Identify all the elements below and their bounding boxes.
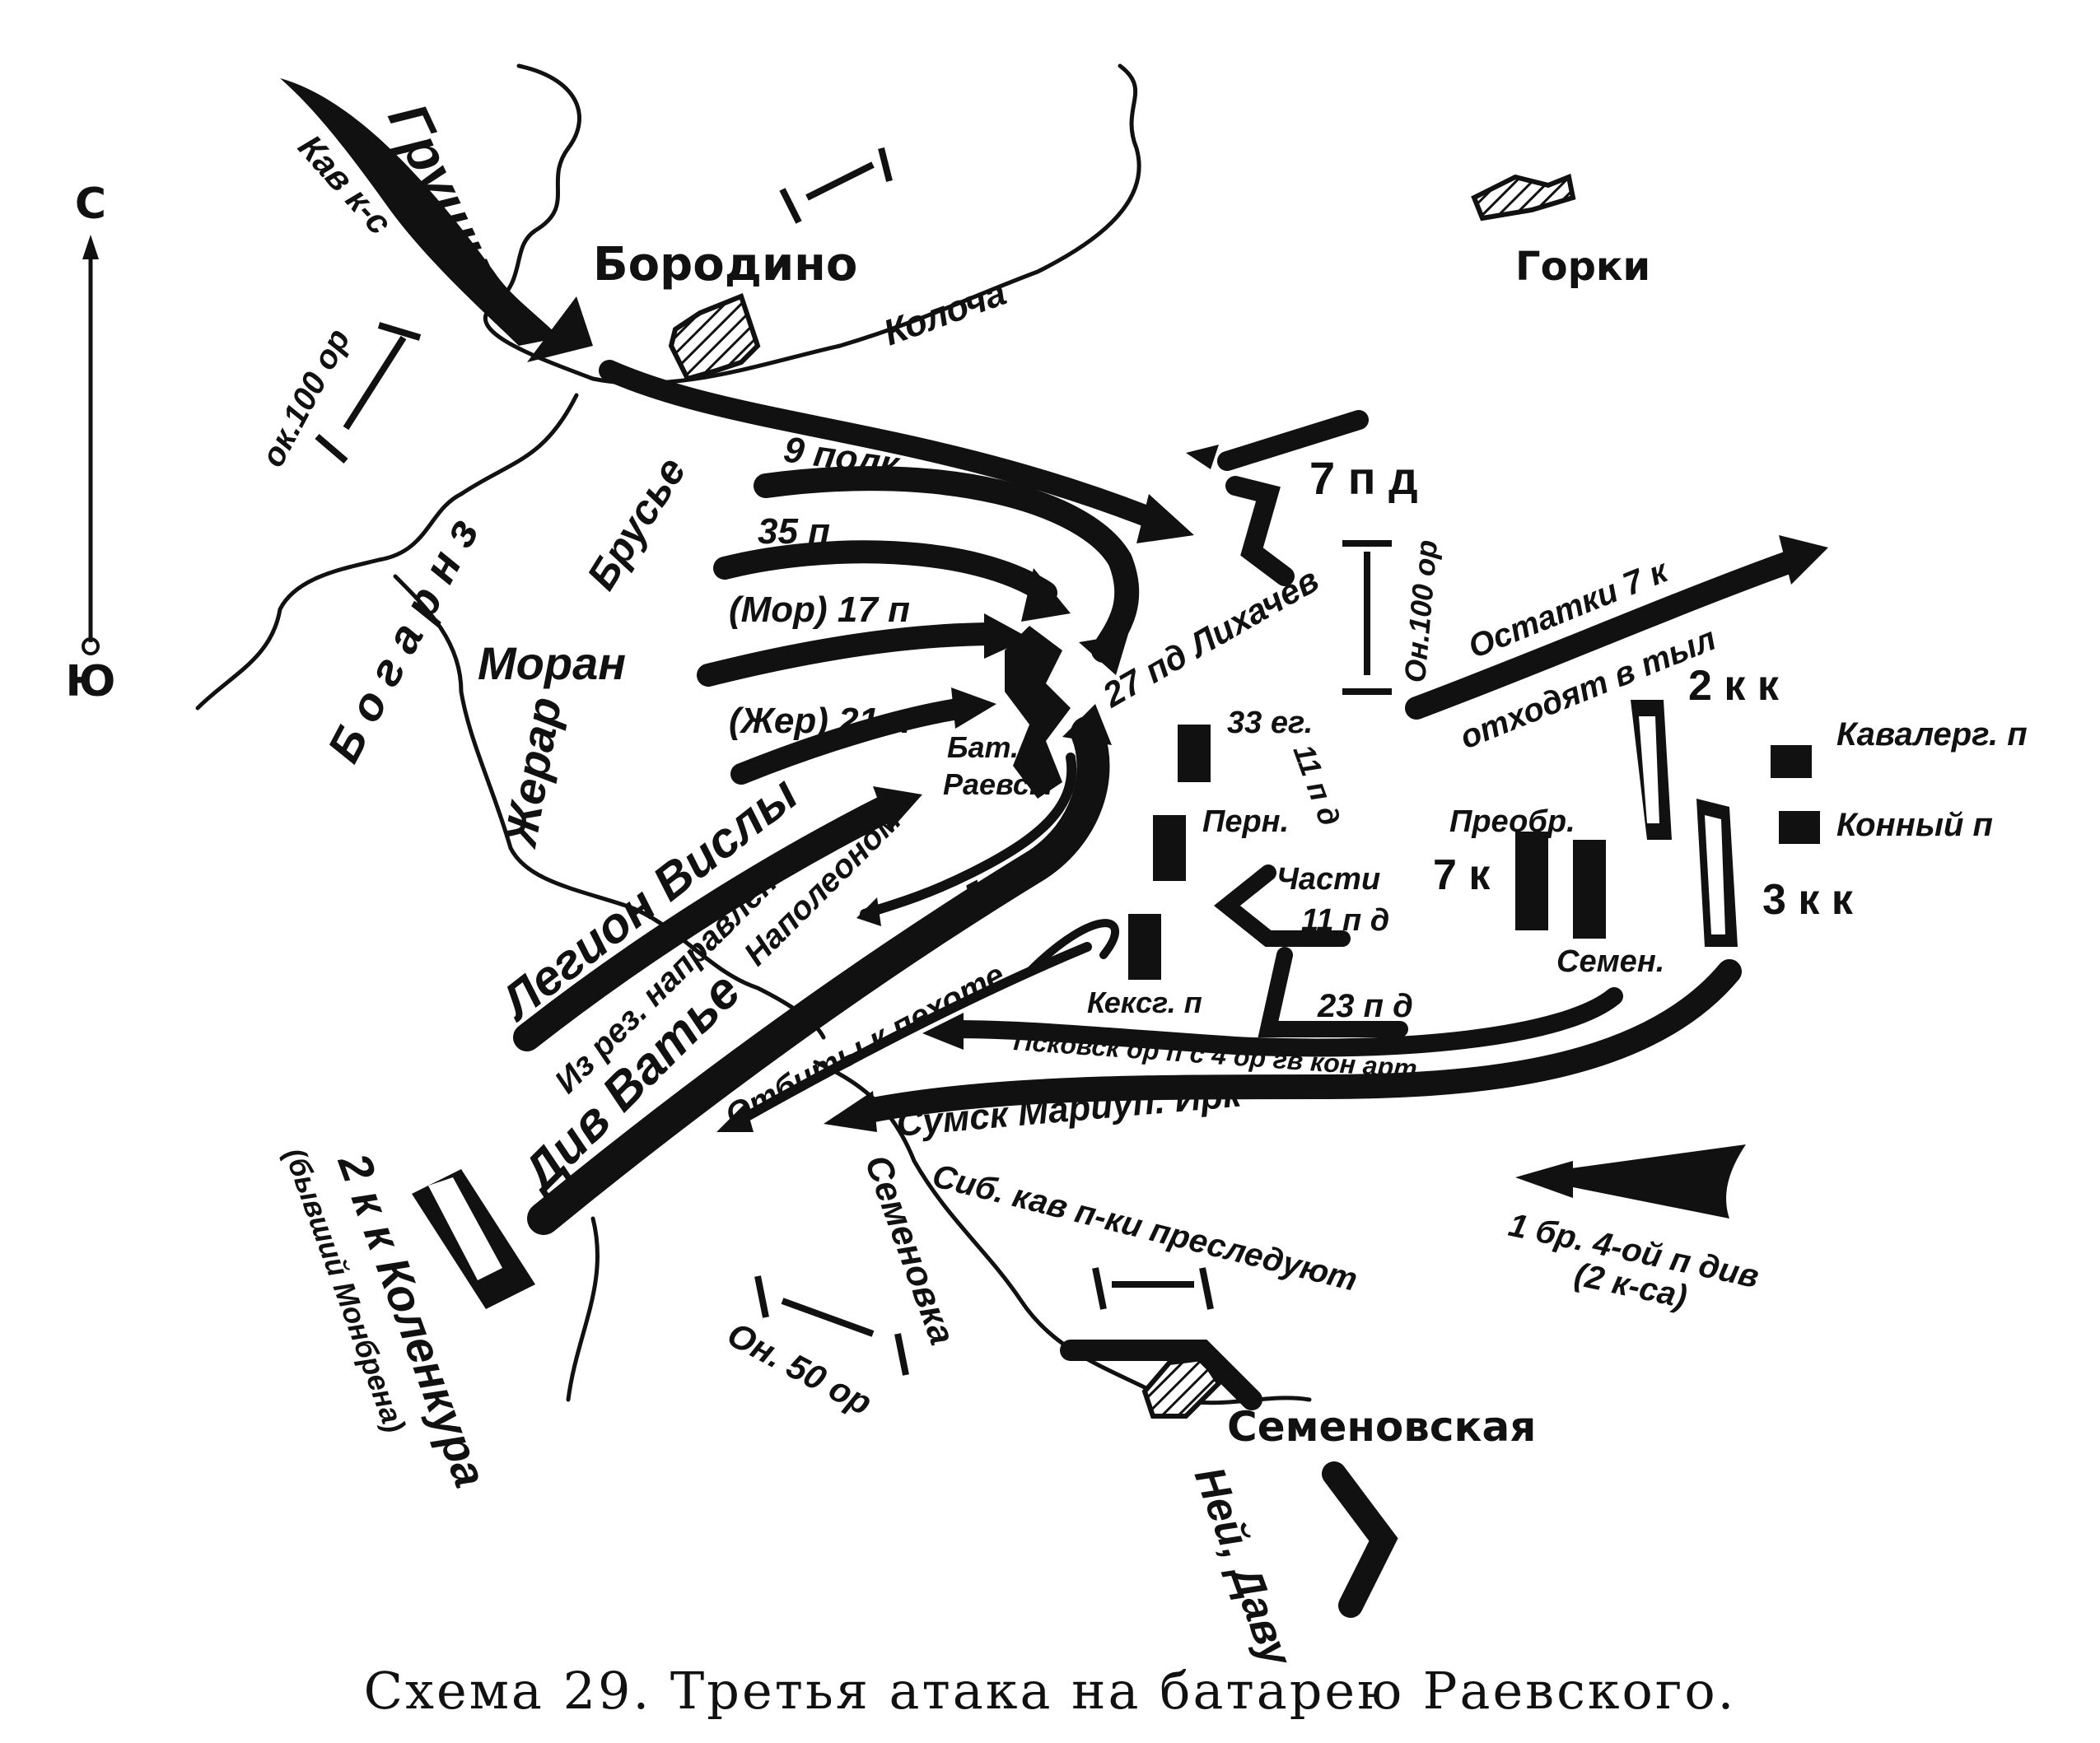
kavalerg-unit [1771, 745, 1812, 778]
guns-100-east-label: Он.100 ор [1398, 538, 1444, 684]
ney-davu-label: Ней, Даву [1185, 1461, 1302, 1674]
brusye-label: Брусье [578, 449, 695, 597]
kolocha-label: Колоча [879, 273, 1011, 354]
regiment-17-label: (Мор) 17 п [729, 590, 910, 630]
otbity-arrow [736, 942, 1092, 1125]
kir5-arrow [860, 753, 1077, 919]
semenovskaya-village [1141, 1355, 1222, 1419]
sib-label: Сиб. кав п-ки преследуют [929, 1158, 1361, 1298]
pern-label: Перн. [1202, 804, 1289, 839]
compass: С Ю [65, 179, 115, 706]
kk2-label: 2 к к [1688, 662, 1780, 710]
artillery-east [1342, 540, 1392, 695]
zherar-label: Жерар [493, 693, 571, 852]
pd23-unit [1258, 947, 1408, 1037]
sumsk-arrow [852, 959, 1742, 1124]
semen-label: Семен. [1556, 944, 1664, 979]
br1-arrow [1565, 1144, 1746, 1219]
kexg-loop-arrow [1025, 919, 1120, 976]
artillery-west [315, 322, 422, 464]
villages [668, 173, 1576, 1419]
russian-units [824, 410, 1828, 1618]
bat-label: Бат. [947, 730, 1019, 764]
borodino-village [668, 293, 761, 382]
pd23-label: 23 п д [1317, 988, 1413, 1024]
regiment-35-label: 35 п [758, 511, 830, 552]
borodino-label: Бородино [593, 238, 857, 291]
moran-label: Моран [478, 637, 626, 689]
regiment-35-arrow [713, 540, 1057, 604]
borodino-line-arrow [599, 360, 1164, 529]
pd11a-label: 11 п д [1286, 740, 1346, 831]
kavalerg-label: Кавалерг. п [1836, 716, 2028, 753]
k7-label: 7 к [1433, 851, 1491, 899]
artillery-semenovskaya [1092, 1267, 1214, 1310]
konny-label: Конный п [1836, 807, 1993, 843]
south-west-stream [566, 1216, 600, 1402]
div-vatye-arrow [527, 716, 1110, 1235]
regiment-9-arrow [754, 466, 1140, 663]
chasti-label: Части [1276, 862, 1380, 897]
ravine-label: Б о г а р н з [317, 510, 488, 770]
semenovskaya-unit [1060, 1340, 1262, 1410]
kk3-label: 3 к к [1762, 876, 1854, 924]
pd11-unit [1213, 865, 1351, 947]
raevsk-label: Раевск. [943, 767, 1052, 801]
regiment-21-label: (Жер) 21 п [729, 701, 911, 741]
raevsky-battery [1005, 626, 1071, 799]
kexg-unit [1128, 914, 1161, 980]
ravine-stream [393, 574, 826, 1040]
semenovskaya-label: Семеновская [1227, 1403, 1536, 1451]
french-attacks [280, 78, 1194, 1309]
konny-unit [1779, 811, 1820, 844]
kexg-label: Кексг. п [1087, 986, 1202, 1019]
ostatki-arrow [1405, 548, 1807, 720]
semenovka-river [813, 1060, 1312, 1405]
semen-unit [1573, 840, 1606, 939]
artillery-borodino [779, 147, 893, 224]
guns-100-west-label: ок.100 ор [254, 323, 357, 473]
preobr-label: Преобр. [1449, 804, 1575, 839]
regiment-21-arrow [730, 697, 974, 785]
preobr-unit [1515, 832, 1548, 930]
pd7-flank [1217, 410, 1369, 471]
compass-south: Ю [65, 657, 115, 706]
pd7-unit [1225, 476, 1295, 586]
eg33-label: 33 ег. [1227, 706, 1313, 740]
pd11b-label: 11 п д [1301, 903, 1389, 938]
gorki-label: Горки [1515, 244, 1650, 290]
pskovsk-arrow [946, 987, 1623, 1057]
pern-unit [1153, 815, 1186, 881]
rivers [195, 63, 1312, 1405]
compass-north: С [75, 179, 106, 229]
artillery [315, 147, 1392, 1376]
pd7-label: 7 п д [1309, 452, 1418, 504]
legion-visly-arrow [513, 793, 903, 1051]
eg33-unit [1178, 725, 1211, 782]
west-stream [195, 393, 579, 711]
map-caption: Схема 29. Третья атака на батарею Раевск… [364, 1661, 1737, 1721]
gorki-village [1471, 173, 1576, 221]
ney-davu-unit [1322, 1461, 1398, 1618]
artillery-south [754, 1275, 909, 1376]
grushi-arrow [280, 78, 560, 346]
regiment-17-arrow [697, 622, 1008, 687]
